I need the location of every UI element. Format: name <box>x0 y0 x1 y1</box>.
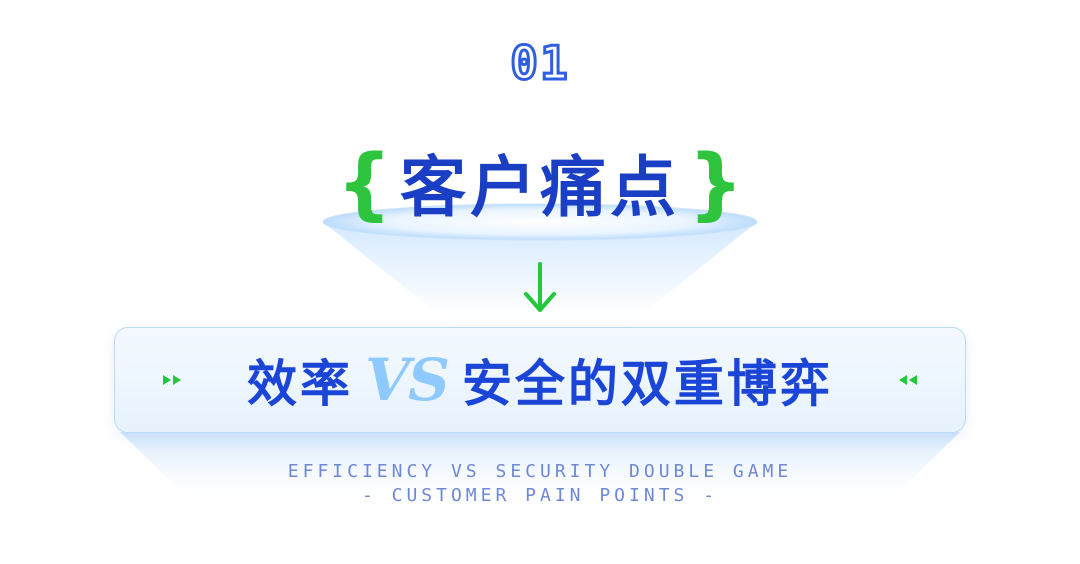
title-group: { 客户痛点 } <box>0 138 1080 238</box>
banner-right-text: 安全的双重博弈 <box>461 355 833 413</box>
vs-mark: VS <box>365 346 450 414</box>
headline-banner: 效率 VS 安全的双重博弈 <box>114 327 966 433</box>
arrow-down-icon <box>524 262 556 312</box>
english-subtitle-line-1: EFFICIENCY VS SECURITY DOUBLE GAME <box>287 461 793 482</box>
title-open-brace: { <box>336 139 392 229</box>
section-number: 01 <box>509 36 570 90</box>
double-chevron-right-icon <box>163 375 181 385</box>
double-chevron-left-icon <box>899 375 917 385</box>
banner-headline: 效率 VS 安全的双重博弈 <box>115 328 965 432</box>
english-subtitle-line-2: - CUSTOMER PAIN POINTS - <box>361 485 719 506</box>
banner-left-text: 效率 <box>247 355 354 413</box>
page-title: 客户痛点 <box>400 149 680 226</box>
title-close-brace: } <box>688 139 744 229</box>
